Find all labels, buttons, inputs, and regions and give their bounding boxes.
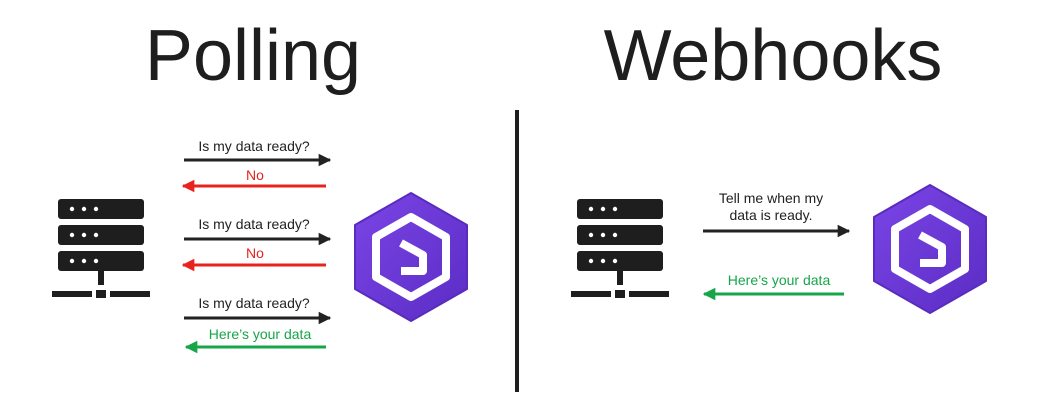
message-label-line1: Tell me when my	[719, 190, 823, 206]
message-label: Is my data ready?	[198, 138, 309, 154]
polling-messages: Is my data ready? No Is my data ready? N…	[181, 138, 332, 354]
polling-title: Polling	[145, 16, 361, 96]
webhooks-title: Webhooks	[604, 16, 943, 96]
hexagon-logo-icon	[354, 192, 468, 322]
webhooks-messages: Tell me when my data is ready. Here’s yo…	[702, 190, 851, 301]
hexagon-logo-icon	[873, 184, 987, 314]
message-label: Is my data ready?	[198, 216, 309, 232]
server-icon	[571, 199, 669, 298]
server-icon	[52, 199, 150, 298]
message-label-line2: data is ready.	[729, 207, 812, 223]
message-label: Here’s your data	[209, 326, 312, 342]
message-label: No	[246, 245, 264, 261]
message-label: No	[246, 167, 264, 183]
message-label: Is my data ready?	[198, 295, 309, 311]
message-label: Here’s your data	[728, 272, 831, 288]
